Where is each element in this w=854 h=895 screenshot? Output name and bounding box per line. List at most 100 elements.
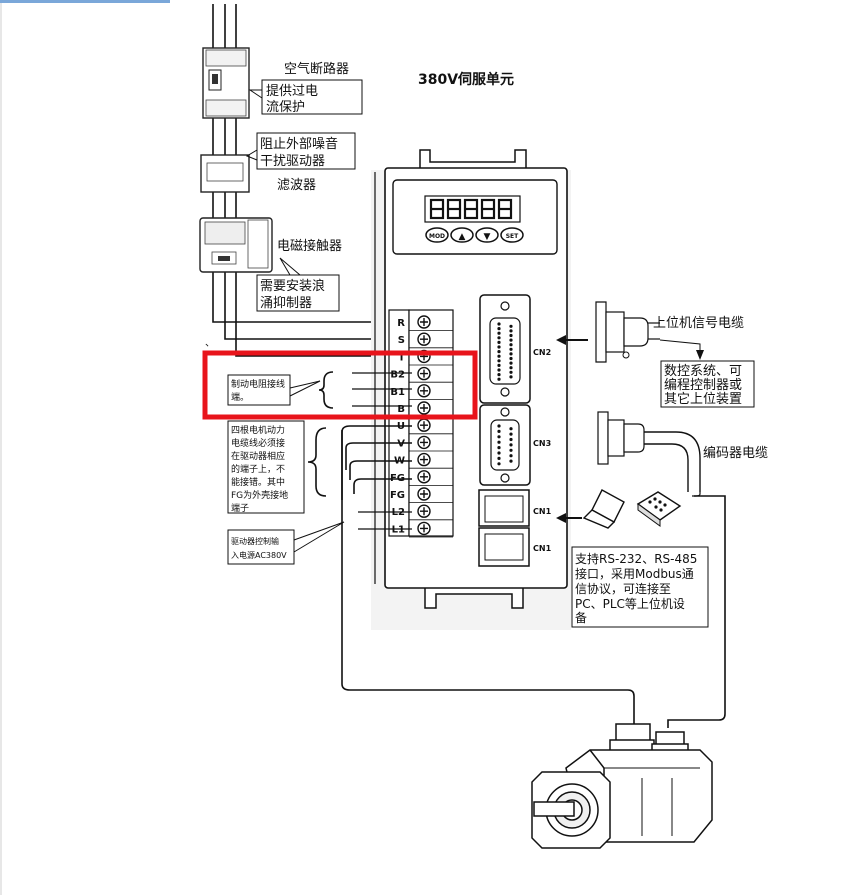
noise-filter [200, 154, 250, 193]
comm-arrowhead [556, 513, 566, 523]
terminal-screw-slot [420, 490, 428, 498]
filter-name: 滤波器 [277, 178, 316, 193]
motor-note-line2: 电缆线必须接 [231, 437, 285, 449]
brake-terminal-highlight [202, 350, 478, 420]
up-key[interactable] [450, 227, 474, 243]
connector-pin [497, 424, 501, 428]
host-note-box [660, 360, 755, 408]
cn1-label-lower: CN1 [533, 544, 552, 553]
filter-note-line1: 阻止外部噪音 [260, 136, 338, 152]
set-key[interactable] [500, 227, 524, 243]
encoder-wire [667, 495, 726, 728]
connector-pin [509, 459, 513, 463]
connector-pin [509, 432, 513, 436]
terminal-screw-slot [420, 455, 428, 464]
tick-mark: 、 [205, 338, 215, 349]
cn1-label-upper: CN1 [533, 507, 552, 516]
cn1-port-lower [478, 527, 530, 567]
connector-pin [509, 352, 513, 356]
motor-power-wires [341, 425, 635, 724]
breaker-note-pointer [248, 89, 263, 99]
air-breaker [202, 47, 250, 119]
connector-pin [497, 354, 501, 358]
connector-pin [509, 329, 513, 333]
host-note-line2: 编程控制器或 [664, 378, 742, 393]
brake-note-line2: 端。 [231, 391, 249, 403]
power-input-wires [358, 511, 412, 530]
connector-pin [497, 359, 501, 363]
connector-pin [497, 322, 501, 326]
comm-note-line2: 接口，采用Modbus通 [575, 566, 694, 581]
connector-pin [497, 373, 501, 377]
up-key-label: ▲ [459, 232, 466, 242]
connector-pin [509, 347, 513, 351]
filter-note-line2: 干扰驱动器 [260, 154, 325, 169]
connector-pin [509, 370, 513, 374]
motor-note-box [227, 420, 305, 514]
breaker-note-box [261, 79, 363, 115]
connector-pin [497, 377, 501, 381]
input-power-wires [212, 4, 412, 357]
encoder-cable-label: 编码器电缆 [703, 445, 768, 461]
terminal-screw-slot [420, 472, 428, 481]
brake-note-line1: 制动电阻接线 [231, 378, 285, 390]
mod-key-label: MOD [429, 233, 445, 240]
motor-note-line3: 在驱动器相应 [231, 450, 285, 462]
power-note-line2: 入电源AC380V [231, 550, 287, 560]
terminal-label-s: S [398, 335, 405, 346]
connector-pin [497, 429, 501, 433]
cn2-label: CN2 [533, 348, 551, 357]
connector-pin [509, 366, 513, 370]
comm-note-line1: 支持RS-232、RS-485 [575, 551, 697, 566]
seven-segment-display [429, 198, 513, 220]
filter-note-pointer [245, 149, 258, 161]
contactor [199, 217, 273, 273]
terminal-label-b: B [397, 404, 405, 415]
comm-note-line4: PC、PLC等上位机设 [575, 596, 685, 611]
terminal-label-fg: FG [390, 490, 405, 501]
terminal-label-r: R [397, 318, 405, 329]
connector-pin [497, 331, 501, 335]
terminal-label-v: V [397, 438, 405, 449]
connector-pin [497, 350, 501, 354]
down-key[interactable] [475, 227, 499, 243]
terminal-screw-slot [420, 421, 428, 430]
power-note-pointer [293, 521, 345, 553]
host-note-pointer [659, 339, 701, 352]
connector-pin [509, 361, 513, 365]
down-key-label: ▼ [484, 232, 491, 242]
brake-brace [318, 371, 334, 409]
terminal-screw-slot [420, 335, 428, 344]
connector-pin [509, 448, 513, 452]
connector-pin [509, 437, 513, 442]
breaker-name: 空气断路器 [284, 61, 349, 77]
connector-pin [509, 343, 513, 347]
connector-pin [509, 333, 513, 338]
connector-pin [497, 345, 501, 349]
mod-key[interactable] [425, 227, 449, 243]
terminal-screw-slot [420, 318, 428, 326]
cn3-label: CN3 [533, 439, 551, 448]
power-note-box [227, 529, 295, 565]
connector-pin [509, 443, 513, 447]
diagram-title: 380V伺服单元 [418, 71, 514, 88]
connector-pin [509, 338, 513, 342]
terminal-screw-slot [420, 438, 428, 447]
connector-pin [497, 368, 501, 372]
host-note-line1: 数控系统、可 [664, 364, 742, 379]
contactor-name: 电磁接触器 [277, 238, 342, 254]
left-edge [0, 0, 2, 895]
motor-note-line4: 的端子上，不 [231, 463, 285, 475]
connector-pin [509, 324, 513, 328]
terminal-label-l1: L1 [392, 524, 405, 535]
host-note-line3: 其它上位装置 [664, 391, 742, 407]
brake-note-box [227, 374, 291, 406]
cn3-connector [479, 404, 531, 486]
terminal-screw-slot [420, 386, 428, 395]
laptop-icon [582, 489, 625, 529]
top-accent-bar [0, 0, 170, 3]
serial-plug-icon [636, 491, 682, 527]
brake-wires [352, 372, 412, 407]
terminal-screw-slot [420, 507, 428, 516]
